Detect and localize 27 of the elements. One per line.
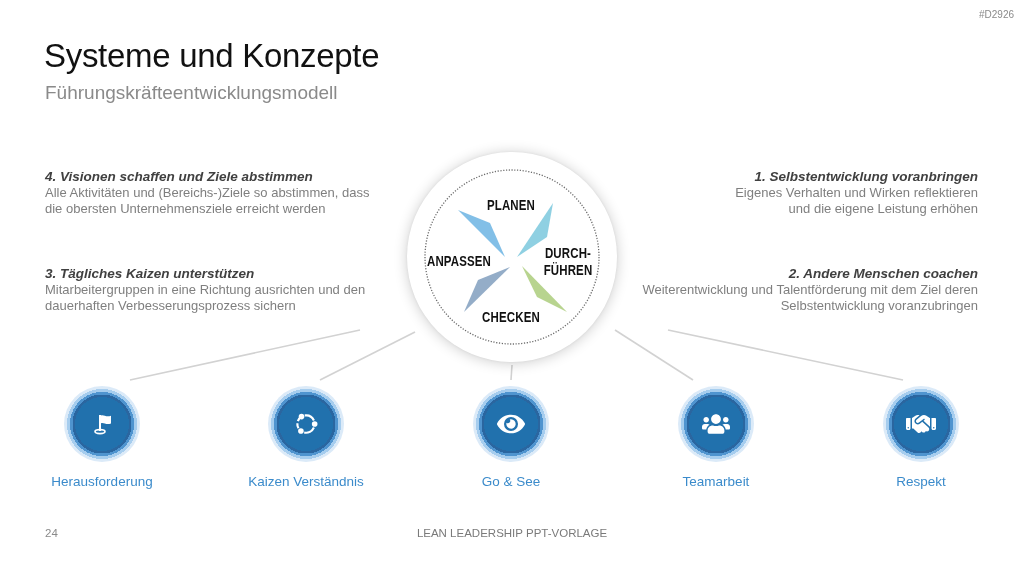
connector-line <box>667 329 904 381</box>
connector-line <box>510 364 513 381</box>
section-text: Alle Aktivitäten und (Bereichs-)Ziele so abstimmen, dass die obersten Unternehmensziele erreicht werden <box>45 185 370 217</box>
section-text: Eigenes Verhalten und Wirken reflektieren und die eigene Leistung erhöhen <box>734 185 978 217</box>
node-label: Kaizen Verständnis <box>248 473 364 490</box>
node-label: Herausforderung <box>51 473 153 490</box>
section-text: Weiterentwicklung und Talentförderung mit dem Ziel deren Selbstentwicklung voranzubringen <box>641 282 978 314</box>
section-heading: 4. Visionen schaffen und Ziele abstimmen <box>45 168 314 185</box>
section-text: Mitarbeitergruppen in eine Richtung ausrichten und den dauerhaften Verbesserungsprozess sichern <box>45 282 367 314</box>
connector-line <box>319 331 416 381</box>
cycle-step-label: DURCH- FÜHREN <box>543 244 593 278</box>
cycle-step-label: ANPASSEN <box>426 251 492 269</box>
section-heading: 3. Tägliches Kaizen unterstützen <box>45 265 256 282</box>
section-heading: 2. Andere Menschen coachen <box>787 265 978 282</box>
connector-line <box>129 329 361 381</box>
slide-subtitle: Führungskräfteentwicklungsmodell <box>45 81 338 105</box>
slide-title: Systeme und Konzepte <box>44 36 380 76</box>
footer-text: LEAN LEADERSHIP PPT-VORLAGE <box>416 527 608 539</box>
cycle-step-label: CHECKEN <box>482 307 540 325</box>
cycle-step-label: PLANEN <box>486 195 536 213</box>
node-label: Respekt <box>896 473 946 490</box>
node-label: Go & See <box>481 473 541 490</box>
page-number: 24 <box>45 527 58 539</box>
slide-code: #D2926 <box>978 9 1014 20</box>
node-label: Teamarbeit <box>682 473 750 490</box>
connector-line <box>614 329 694 381</box>
section-heading: 1. Selbstentwicklung voranbringen <box>753 168 978 185</box>
